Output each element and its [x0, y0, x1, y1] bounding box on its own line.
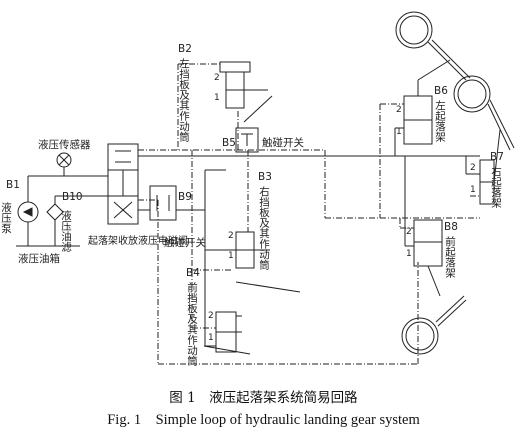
label-b2-id: B2 — [178, 43, 192, 55]
hydraulic-pump-b1 — [17, 176, 39, 246]
label-b7-id: B7 — [490, 151, 504, 163]
labels: B1 液压泵 液压油箱 液压传感器 B10 液压油滤 起落架收放液压电磁阀 B9… — [0, 43, 504, 367]
label-b8-id: B8 — [444, 221, 458, 233]
label-b1-id: B1 — [6, 179, 20, 191]
label-tank: 液压油箱 — [18, 252, 60, 265]
label-b8-name: 前起落架 — [444, 235, 456, 279]
port-b3-2: 2 — [228, 231, 234, 241]
port-b7-1: 1 — [470, 185, 476, 195]
solenoid-valve — [107, 143, 139, 225]
label-b6-id: B6 — [434, 85, 448, 97]
port-b8-1: 1 — [406, 249, 412, 259]
svg-text:液压泵: 液压泵 — [0, 201, 12, 233]
tank-line — [16, 175, 108, 247]
actuator-b4 — [203, 311, 251, 355]
port-b8-2: 2 — [406, 227, 412, 237]
label-b3-id: B3 — [258, 171, 272, 183]
label-b10-name: 液压油滤 — [60, 209, 72, 253]
label-switch-2: 触碰开关 — [164, 236, 206, 249]
wheel-b7 — [453, 75, 515, 151]
port-b7-2: 2 — [470, 163, 476, 173]
actuator-b8 — [413, 219, 443, 297]
label-b7-name: 右起落架 — [490, 165, 502, 209]
label-b2-name: 左挡板及其作动筒 — [178, 57, 190, 143]
port-b2-1: 1 — [214, 93, 220, 103]
label-b10-id: B10 — [62, 191, 83, 203]
port-b6-1: 1 — [396, 127, 402, 137]
return-lines — [138, 63, 480, 365]
label-b3-name: 右挡板及其作动筒 — [258, 185, 270, 271]
filter-b10 — [46, 195, 108, 246]
contact-switch-b5 — [235, 127, 259, 153]
actuator-b3 — [235, 231, 301, 293]
actuator-b2 — [219, 61, 273, 123]
hydraulic-circuit-diagram: B1 液压泵 液压油箱 液压传感器 B10 液压油滤 起落架收放液压电磁阀 B9… — [0, 11, 515, 367]
port-b4-2: 2 — [208, 311, 214, 321]
label-switch-1: 触碰开关 — [262, 136, 304, 149]
label-b1-name: 液压泵 — [0, 201, 12, 233]
label-b4-id: B4 — [186, 267, 200, 279]
figure-caption-zh: 图 1 液压起落架系统简易回路 — [169, 390, 358, 406]
label-b4-name: 前挡板及其作动筒 — [186, 281, 198, 367]
actuator-b6 — [403, 59, 451, 145]
wheel-b6 — [395, 11, 471, 81]
port-b4-1: 1 — [208, 333, 214, 343]
actuator-b7 — [479, 129, 501, 205]
port-b3-1: 1 — [228, 251, 234, 261]
port-b6-2: 2 — [396, 105, 402, 115]
label-valve: 起落架收放液压电磁阀 — [88, 234, 188, 247]
check-valve-b9 — [149, 185, 177, 221]
wheel-b8 — [401, 295, 467, 355]
label-b6-name: 左起落架 — [434, 99, 446, 143]
label-b5: B5 — [222, 137, 236, 149]
figure-caption-en: Fig. 1 Simple loop of hydraulic landing … — [107, 412, 420, 428]
label-b9: B9 — [178, 191, 192, 203]
port-b2-2: 2 — [214, 73, 220, 83]
pressure-sensor — [56, 152, 72, 176]
pressure-lines — [138, 127, 480, 347]
label-sensor: 液压传感器 — [38, 138, 91, 151]
